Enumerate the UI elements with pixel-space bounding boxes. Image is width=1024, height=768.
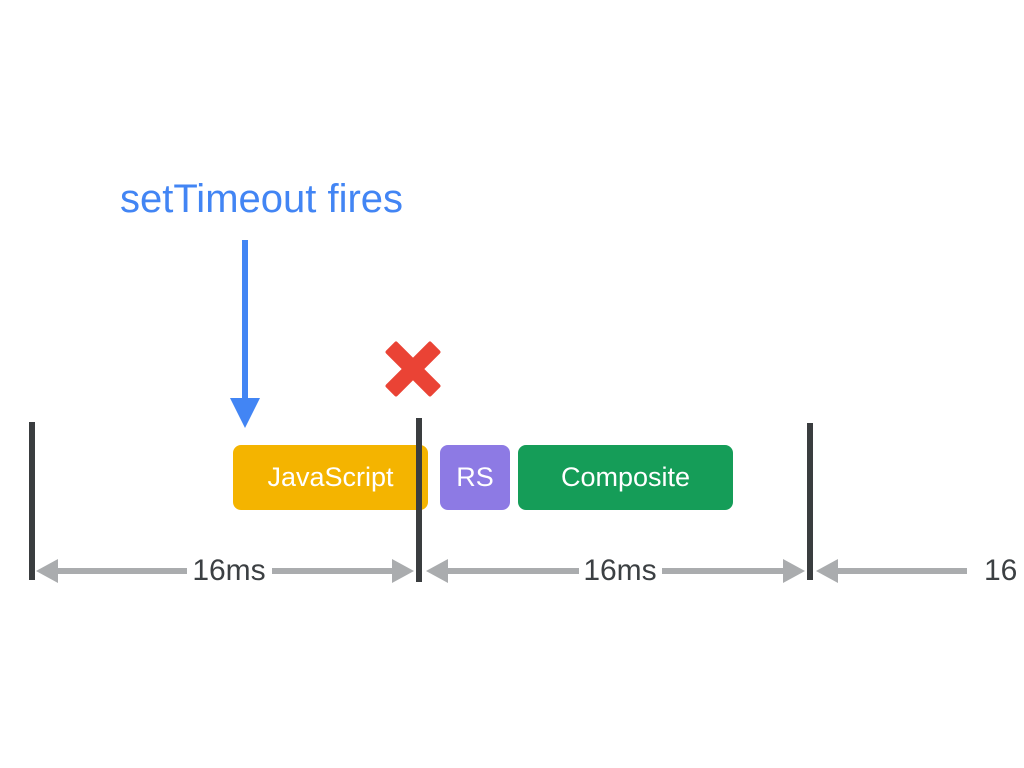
task-block-rs: RS xyxy=(440,445,510,510)
measure-shaft xyxy=(272,568,392,574)
frame2-duration-label: 16ms xyxy=(583,554,657,587)
measure-shaft xyxy=(57,568,187,574)
arrow-left-icon xyxy=(816,559,838,583)
measure-shaft xyxy=(662,568,783,574)
down-arrow-shaft xyxy=(242,240,248,400)
arrow-right-icon xyxy=(783,559,805,583)
frame-boundary-line-3 xyxy=(807,423,813,580)
arrow-right-icon xyxy=(392,559,414,583)
measure-shaft xyxy=(447,568,579,574)
task-block-composite: Composite xyxy=(518,445,733,510)
task-block-javascript: JavaScript xyxy=(233,445,428,510)
frame1-duration-label: 16ms xyxy=(192,554,266,587)
arrow-left-icon xyxy=(36,559,58,583)
frame-boundary-line-1 xyxy=(29,422,35,580)
down-arrow-icon xyxy=(230,398,260,428)
frame-boundary-line-2 xyxy=(416,418,422,582)
frame3-duration-label: 16 xyxy=(984,554,1018,587)
arrow-left-icon xyxy=(426,559,448,583)
measure-shaft xyxy=(837,568,967,574)
settimeout-fires-label: setTimeout fires xyxy=(120,177,404,221)
x-mark-icon xyxy=(384,340,442,398)
